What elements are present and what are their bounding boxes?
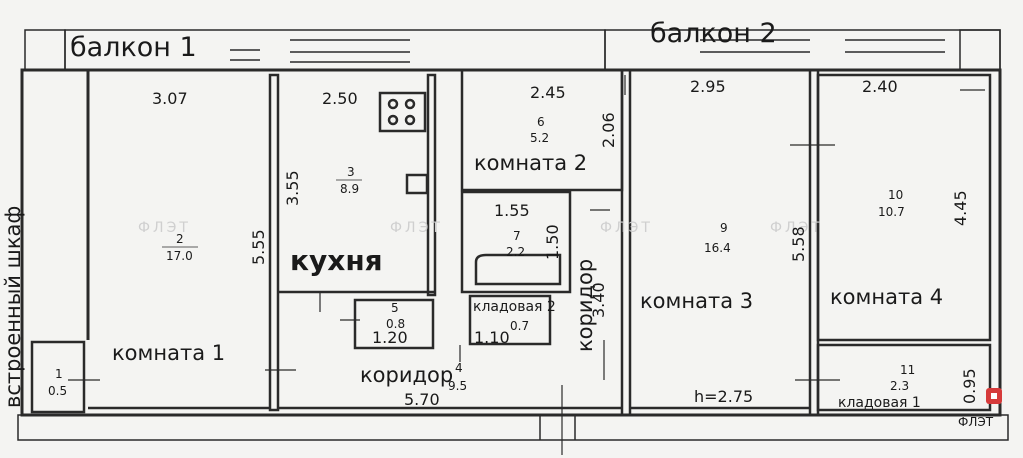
space-area: 9.5 bbox=[448, 379, 467, 393]
brand-badge: ФЛЭТ bbox=[958, 388, 1002, 429]
dimension: 2.40 bbox=[862, 77, 898, 96]
space-number: 11 bbox=[900, 363, 915, 377]
space-number: 7 bbox=[513, 229, 521, 243]
watermark-text: ФЛЭТ bbox=[600, 220, 653, 236]
built-in-closet-label: встроенный шкаф bbox=[1, 206, 25, 408]
space-area: 17.0 bbox=[166, 249, 193, 263]
space-numbers: 1 0.5 2 17.0 3 8.9 4 9.5 5 0.8 6 5.2 7 2… bbox=[48, 115, 915, 398]
space-area: 8.9 bbox=[340, 182, 359, 196]
room-4-label: комната 4 bbox=[830, 285, 943, 309]
balcony-1-label: балкон 1 bbox=[70, 32, 197, 63]
dimension: 2.95 bbox=[690, 77, 726, 96]
corridor-vertical-label: коридор bbox=[573, 259, 597, 352]
corridor-label: коридор bbox=[360, 363, 453, 387]
dimension: 2.06 bbox=[599, 112, 618, 148]
dimension: 1.20 bbox=[372, 328, 408, 347]
brand-text: ФЛЭТ bbox=[958, 415, 994, 429]
space-area: 10.7 bbox=[878, 205, 905, 219]
dimension: 3.55 bbox=[283, 170, 302, 206]
space-number: 2 bbox=[176, 232, 184, 246]
ceiling-height-label: h=2.75 bbox=[694, 387, 753, 406]
space-number: 9 bbox=[720, 221, 728, 235]
space-number: 1 bbox=[55, 367, 63, 381]
space-area: 16.4 bbox=[704, 241, 731, 255]
space-area: 0.7 bbox=[510, 319, 529, 333]
room-1-label: комната 1 bbox=[112, 341, 225, 365]
space-area: 0.8 bbox=[386, 317, 405, 331]
space-area: 5.2 bbox=[530, 131, 549, 145]
door-marks bbox=[68, 75, 985, 455]
dimension: 3.40 bbox=[589, 282, 608, 318]
space-number: 4 bbox=[455, 361, 463, 375]
dimension: 5.70 bbox=[404, 390, 440, 409]
dimension: 1.10 bbox=[474, 328, 510, 347]
space-area: 2.3 bbox=[890, 379, 909, 393]
balcony-2-label: балкон 2 bbox=[650, 18, 777, 49]
dimension: 5.58 bbox=[789, 226, 808, 262]
kitchen-label: кухня bbox=[290, 244, 383, 277]
space-area: 0.5 bbox=[48, 384, 67, 398]
watermark-layer: ФЛЭТ ФЛЭТ ФЛЭТ ФЛЭТ bbox=[138, 220, 823, 236]
space-number: 3 bbox=[347, 165, 355, 179]
room-3-label: комната 3 bbox=[640, 289, 753, 313]
space-number: 10 bbox=[888, 188, 903, 202]
dimension: 2.50 bbox=[322, 89, 358, 108]
pantry-1-label: кладовая 1 bbox=[838, 395, 921, 411]
space-area: 2.2 bbox=[506, 245, 525, 259]
room-2-label: комната 2 bbox=[474, 151, 587, 175]
dimension: 5.55 bbox=[249, 229, 268, 265]
dimension: 2.45 bbox=[530, 83, 566, 102]
dimension: 3.07 bbox=[152, 89, 188, 108]
dimension: 0.95 bbox=[960, 368, 979, 404]
dimension: 1.55 bbox=[494, 201, 530, 220]
interior-walls bbox=[30, 68, 992, 417]
space-number: 5 bbox=[391, 301, 399, 315]
space-number: 6 bbox=[537, 115, 545, 129]
watermark-text: ФЛЭТ bbox=[138, 220, 191, 236]
watermark-text: ФЛЭТ bbox=[390, 220, 443, 236]
dimension: 4.45 bbox=[951, 190, 970, 226]
watermark-text: ФЛЭТ bbox=[770, 220, 823, 236]
pantry-2-label: кладовая 2 bbox=[473, 299, 556, 315]
dimension: 1.50 bbox=[543, 224, 562, 260]
